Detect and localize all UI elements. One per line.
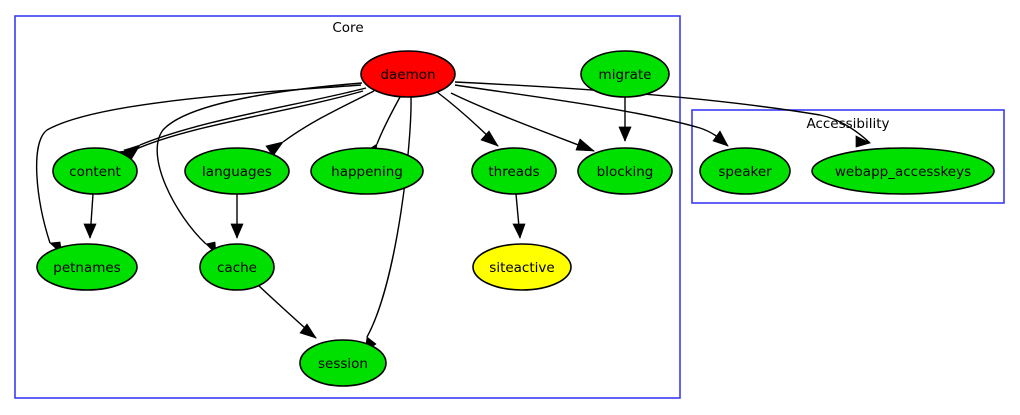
- node-label-cache: cache: [217, 260, 257, 276]
- edge-daemon-to-session: [364, 96, 412, 353]
- node-label-daemon: daemon: [380, 67, 435, 83]
- node-siteactive[interactable]: siteactive: [472, 243, 572, 291]
- node-petnames[interactable]: petnames: [36, 243, 138, 291]
- node-shape-session[interactable]: [299, 339, 387, 387]
- cluster-label-core: Core: [332, 20, 363, 36]
- node-label-happening: happening: [331, 164, 403, 180]
- edge-line: [156, 82, 363, 245]
- cluster-accessibility: Accessibility: [691, 109, 1005, 204]
- node-shape-threads[interactable]: [471, 147, 557, 195]
- nodes-layer: daemon migrate content languages happening th…: [36, 50, 995, 387]
- node-label-migrate: migrate: [599, 67, 652, 83]
- edge-line: [366, 96, 412, 338]
- edge-migrate-to-blocking: [618, 97, 632, 142]
- node-blocking[interactable]: blocking: [577, 147, 673, 195]
- edge-line: [282, 90, 375, 143]
- node-label-webapp_accesskeys: webapp_accesskeys: [835, 164, 971, 180]
- node-label-blocking: blocking: [597, 164, 654, 180]
- edge-arrowhead-icon: [480, 130, 499, 147]
- edge-languages-to-cache: [230, 194, 244, 239]
- cluster-core: Core: [14, 15, 681, 399]
- edges-layer: [35, 81, 871, 353]
- node-migrate[interactable]: migrate: [580, 50, 670, 98]
- node-shape-daemon[interactable]: [360, 50, 456, 98]
- node-label-speaker: speaker: [718, 164, 772, 180]
- node-shape-content[interactable]: [52, 147, 138, 195]
- node-cache[interactable]: cache: [199, 243, 275, 291]
- edge-arrowhead-icon: [712, 130, 729, 147]
- node-shape-webapp_accesskeys[interactable]: [811, 147, 995, 195]
- edge-arrowhead-icon: [265, 141, 284, 157]
- edge-line: [35, 84, 362, 244]
- node-label-siteactive: siteactive: [489, 260, 554, 276]
- node-threads[interactable]: threads: [471, 147, 557, 195]
- node-session[interactable]: session: [299, 339, 387, 387]
- node-speaker[interactable]: speaker: [699, 147, 791, 195]
- node-shape-siteactive[interactable]: [472, 243, 572, 291]
- node-daemon[interactable]: daemon: [360, 50, 456, 98]
- node-label-content: content: [69, 164, 121, 180]
- node-shape-petnames[interactable]: [36, 243, 138, 291]
- node-languages[interactable]: languages: [184, 147, 290, 195]
- edge-cache-to-session: [257, 284, 317, 339]
- edge-line: [454, 84, 729, 147]
- edge-line: [133, 90, 364, 151]
- node-label-petnames: petnames: [53, 260, 121, 276]
- node-label-session: session: [318, 356, 368, 372]
- edge-arrowhead-icon: [512, 223, 526, 239]
- edge-daemon-to-languages: [265, 90, 375, 157]
- edge-content-to-petnames: [83, 193, 97, 239]
- node-shape-languages[interactable]: [184, 147, 290, 195]
- node-shape-cache[interactable]: [199, 243, 275, 291]
- edge-arrowhead-icon: [230, 223, 244, 239]
- cluster-label-accessibility: Accessibility: [806, 116, 889, 132]
- node-label-languages: languages: [202, 164, 272, 180]
- edge-daemon-to-threads: [436, 91, 499, 147]
- node-shape-speaker[interactable]: [699, 147, 791, 195]
- edge-arrowhead-icon: [83, 223, 97, 239]
- node-shape-blocking[interactable]: [577, 147, 673, 195]
- cluster-border-core: [14, 15, 681, 399]
- edge-arrowhead-icon: [618, 126, 632, 142]
- node-label-threads: threads: [488, 164, 539, 180]
- edge-daemon-to-speaker: [454, 84, 729, 147]
- edge-arrowhead-icon: [855, 135, 871, 148]
- edge-daemon-to-blocking: [450, 92, 596, 152]
- edge-arrowhead-icon: [299, 323, 317, 339]
- edge-line: [139, 87, 367, 146]
- node-happening[interactable]: happening: [310, 147, 424, 195]
- edge-threads-to-siteactive: [512, 193, 526, 239]
- node-content[interactable]: content: [52, 147, 138, 195]
- edge-daemon-to-webapp_accesskeys: [454, 81, 871, 148]
- cluster-border-accessibility: [691, 109, 1005, 204]
- node-shape-happening[interactable]: [310, 147, 424, 195]
- node-shape-migrate[interactable]: [580, 50, 670, 98]
- edge-line: [454, 81, 871, 144]
- node-webapp_accesskeys[interactable]: webapp_accesskeys: [811, 147, 995, 195]
- edge-line: [376, 96, 401, 145]
- edge-arrowhead-icon: [575, 138, 596, 152]
